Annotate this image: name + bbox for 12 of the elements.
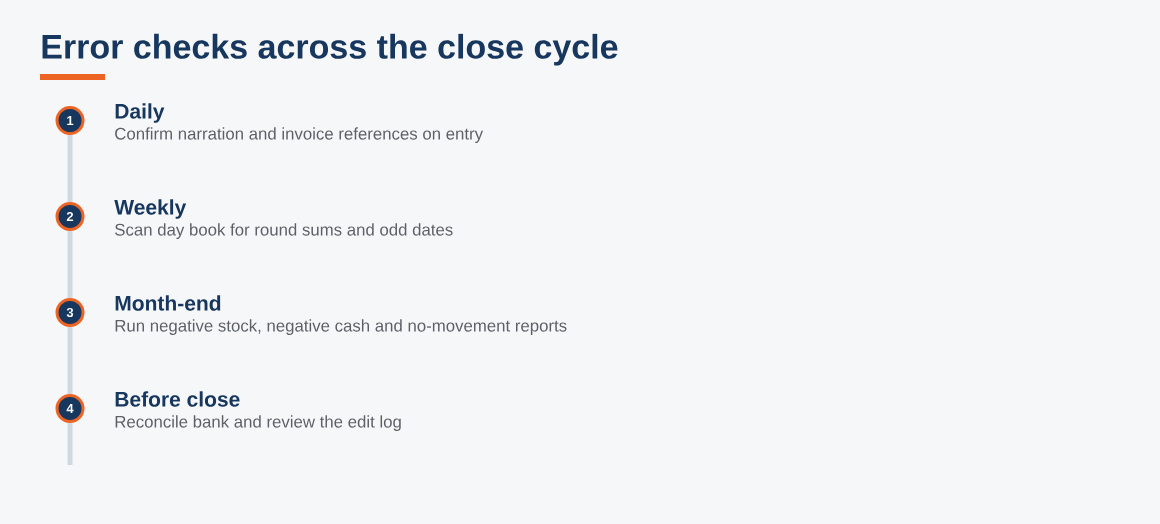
title: Error checks across the close cycle bbox=[42, 33, 618, 66]
step-heading: Before close bbox=[115, 391, 240, 407]
step-heading: Month-end bbox=[115, 295, 221, 311]
timeline-line bbox=[67, 231, 73, 298]
step-description: Scan day book for round sums and odd dates bbox=[115, 223, 453, 239]
step-description: Run negative stock, negative cash and no-movement reports bbox=[115, 319, 567, 335]
step-heading: Daily bbox=[115, 103, 165, 123]
timeline-line bbox=[67, 135, 73, 202]
step-description: Reconcile bank and review the edit log bbox=[115, 415, 401, 431]
timeline-line bbox=[67, 327, 73, 394]
step-heading: Weekly bbox=[114, 199, 187, 219]
step-description: Confirm narration and invoice references on entry bbox=[115, 127, 484, 143]
